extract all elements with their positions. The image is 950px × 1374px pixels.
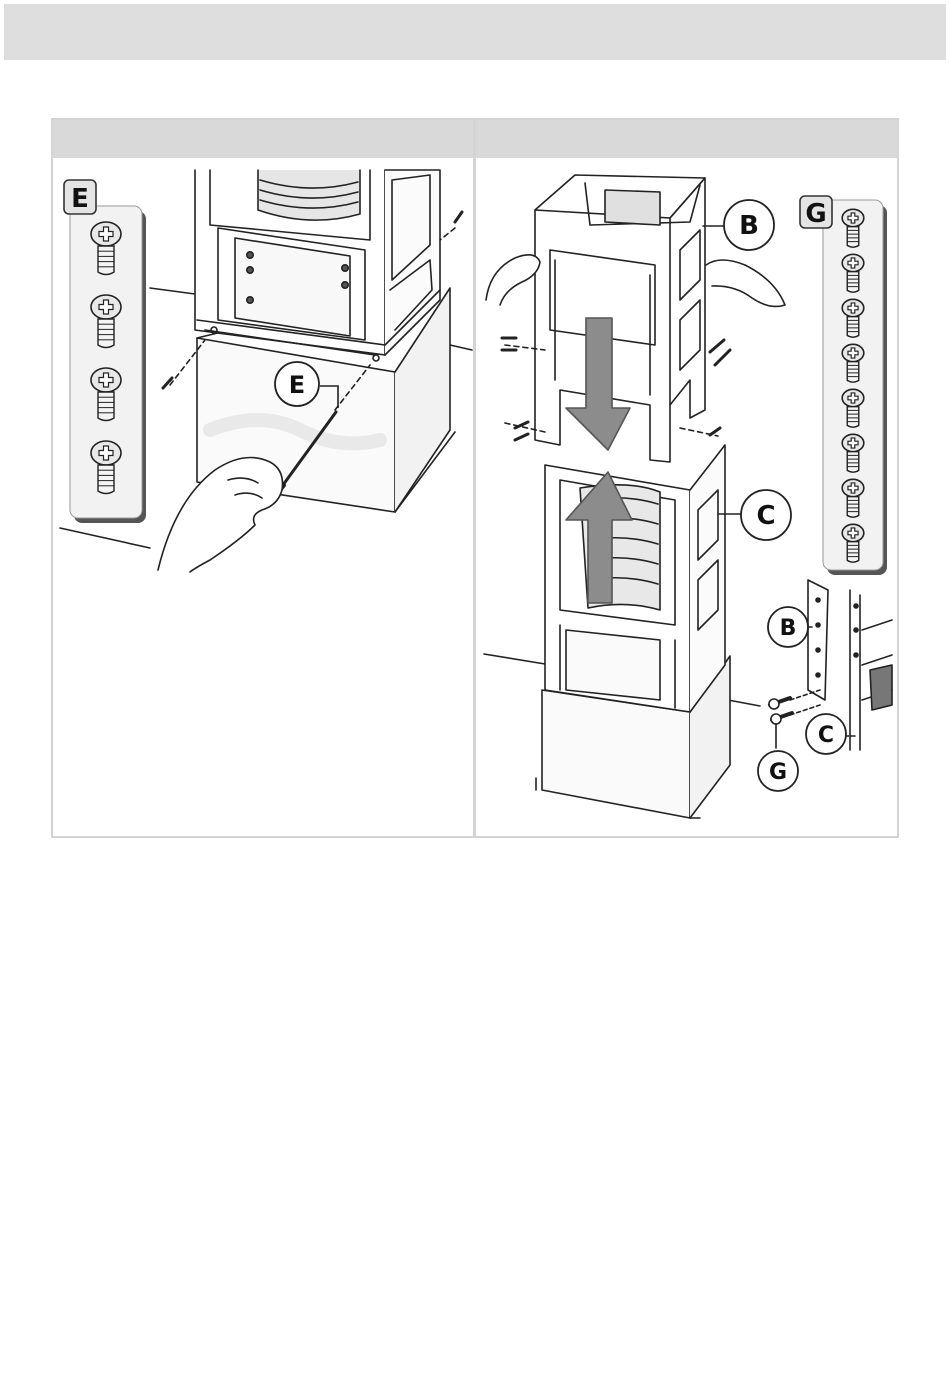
right-step-illustration: B C B C G G xyxy=(476,160,897,838)
screw-box-g-label: G xyxy=(805,199,826,229)
callout-detail-g: G xyxy=(769,760,787,785)
callout-b-frame: B xyxy=(739,211,759,241)
callout-e-pointer: E xyxy=(289,371,305,399)
left-step-illustration: E E xyxy=(53,160,473,838)
callout-detail-c: C xyxy=(818,723,834,748)
callout-detail-b: B xyxy=(780,616,797,641)
callout-c-frame: C xyxy=(756,501,775,531)
screw-box-e-label: E xyxy=(71,184,89,214)
step-left-header xyxy=(53,120,473,158)
step-right-header xyxy=(476,120,897,158)
page-header-bar xyxy=(4,4,946,60)
